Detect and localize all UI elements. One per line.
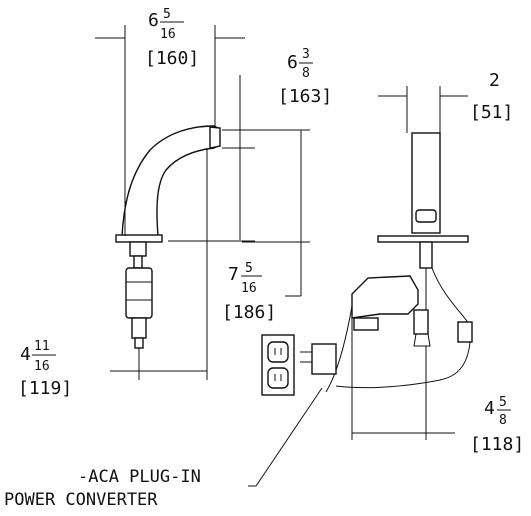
base-plate xyxy=(115,234,163,243)
dim-spout-reach-den: 16 xyxy=(160,27,176,42)
side-view-faucet xyxy=(115,125,221,349)
dim-shank-offset-num: 11 xyxy=(34,339,50,354)
shank-nut xyxy=(129,241,147,257)
side-fitting xyxy=(457,321,473,343)
dim-spout-width-whole: 2 xyxy=(489,70,500,91)
dim-shank-offset-whole: 4 xyxy=(20,344,31,365)
dim-converter-offset-num: 5 xyxy=(499,395,507,410)
solenoid-valve xyxy=(413,309,429,335)
dim-converter-offset-den: 8 xyxy=(499,413,507,428)
wall-outlet xyxy=(261,334,295,396)
power-converter xyxy=(300,343,337,375)
callout-line2: POWER CONVERTER xyxy=(4,490,158,510)
callout-line1: -ACA PLUG-IN xyxy=(78,467,201,487)
valve-tail xyxy=(131,317,147,339)
front-base-plate xyxy=(377,235,469,243)
front-sensor-window xyxy=(415,209,437,223)
outlet-socket-bottom xyxy=(267,367,289,389)
dim-shank-offset: 4 11 16 [119] xyxy=(18,148,208,399)
spout-tip xyxy=(209,126,221,149)
control-box-bottom xyxy=(353,317,379,331)
dim-spout-clearance-whole: 7 xyxy=(228,264,239,285)
shank-stem xyxy=(133,255,143,269)
dim-spout-height-whole: 6 xyxy=(287,52,298,73)
dim-converter-offset: 4 5 8 [118] xyxy=(351,318,524,455)
front-shank xyxy=(419,241,433,269)
dim-converter-offset-mm: [118] xyxy=(470,434,524,455)
dim-spout-height-den: 8 xyxy=(302,66,310,81)
dim-spout-reach-mm: [160] xyxy=(145,48,199,69)
dim-spout-clearance-mm: [186] xyxy=(222,302,276,323)
dim-converter-offset-whole: 4 xyxy=(484,398,495,419)
power-converter-callout: -ACA PLUG-IN POWER CONVERTER xyxy=(4,387,323,510)
outlet-socket-top xyxy=(267,341,289,363)
spout-body xyxy=(121,125,219,237)
dim-spout-height: 6 3 8 [163] xyxy=(168,47,332,242)
converter-body xyxy=(311,343,337,375)
valve-body xyxy=(125,267,153,319)
dim-spout-reach-num: 5 xyxy=(163,7,171,22)
supply-hose xyxy=(425,267,473,331)
power-cable xyxy=(325,305,471,393)
dim-spout-clearance-den: 16 xyxy=(241,281,257,296)
dim-spout-width: 2 [51] xyxy=(378,70,513,133)
dim-spout-reach-whole: 6 xyxy=(148,10,159,31)
dim-spout-clearance-num: 5 xyxy=(245,261,253,276)
dim-spout-clearance: 7 5 16 [186] xyxy=(222,129,310,323)
valve-outlet xyxy=(134,337,144,349)
dim-shank-offset-den: 16 xyxy=(34,359,50,374)
dim-spout-height-num: 3 xyxy=(302,47,310,62)
front-view-faucet xyxy=(325,132,473,393)
dim-spout-height-mm: [163] xyxy=(278,86,332,107)
dim-spout-reach: 6 5 16 [160] xyxy=(95,7,245,236)
dim-shank-offset-mm: [119] xyxy=(18,378,72,399)
dim-spout-width-mm: [51] xyxy=(470,102,513,123)
control-box xyxy=(351,275,419,319)
